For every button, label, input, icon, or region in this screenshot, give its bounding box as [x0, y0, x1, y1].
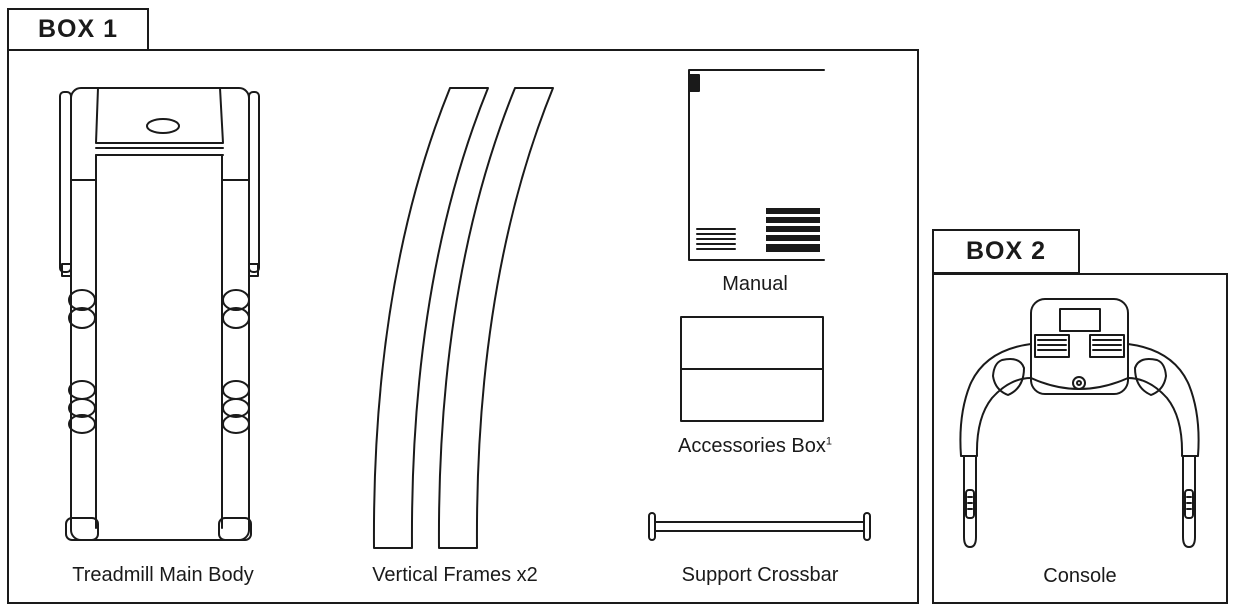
console-label: Console: [1043, 565, 1117, 587]
box2-title: BOX 2: [932, 229, 1080, 274]
console-illustration: [959, 298, 1200, 548]
vertical-frames-illustration: [372, 87, 554, 549]
support-crossbar-label: Support Crossbar: [681, 564, 839, 586]
accessories-box-text: Accessories Box: [678, 435, 826, 457]
accessories-box-label: Accessories Box1: [650, 435, 860, 458]
manual-label: Manual: [722, 273, 788, 295]
manual-illustration: [688, 69, 825, 261]
box1-frame: [7, 49, 919, 604]
treadmill-main-body-illustration: [59, 87, 260, 541]
vertical-frames-label: Vertical Frames x2: [372, 564, 538, 586]
box2-frame: [932, 273, 1228, 604]
support-crossbar-illustration: [648, 512, 871, 541]
box1-title: BOX 1: [7, 8, 149, 51]
main-body-label: Treadmill Main Body: [72, 564, 254, 586]
accessories-box-footnote: 1: [825, 435, 832, 448]
accessories-box-illustration: [680, 316, 824, 422]
